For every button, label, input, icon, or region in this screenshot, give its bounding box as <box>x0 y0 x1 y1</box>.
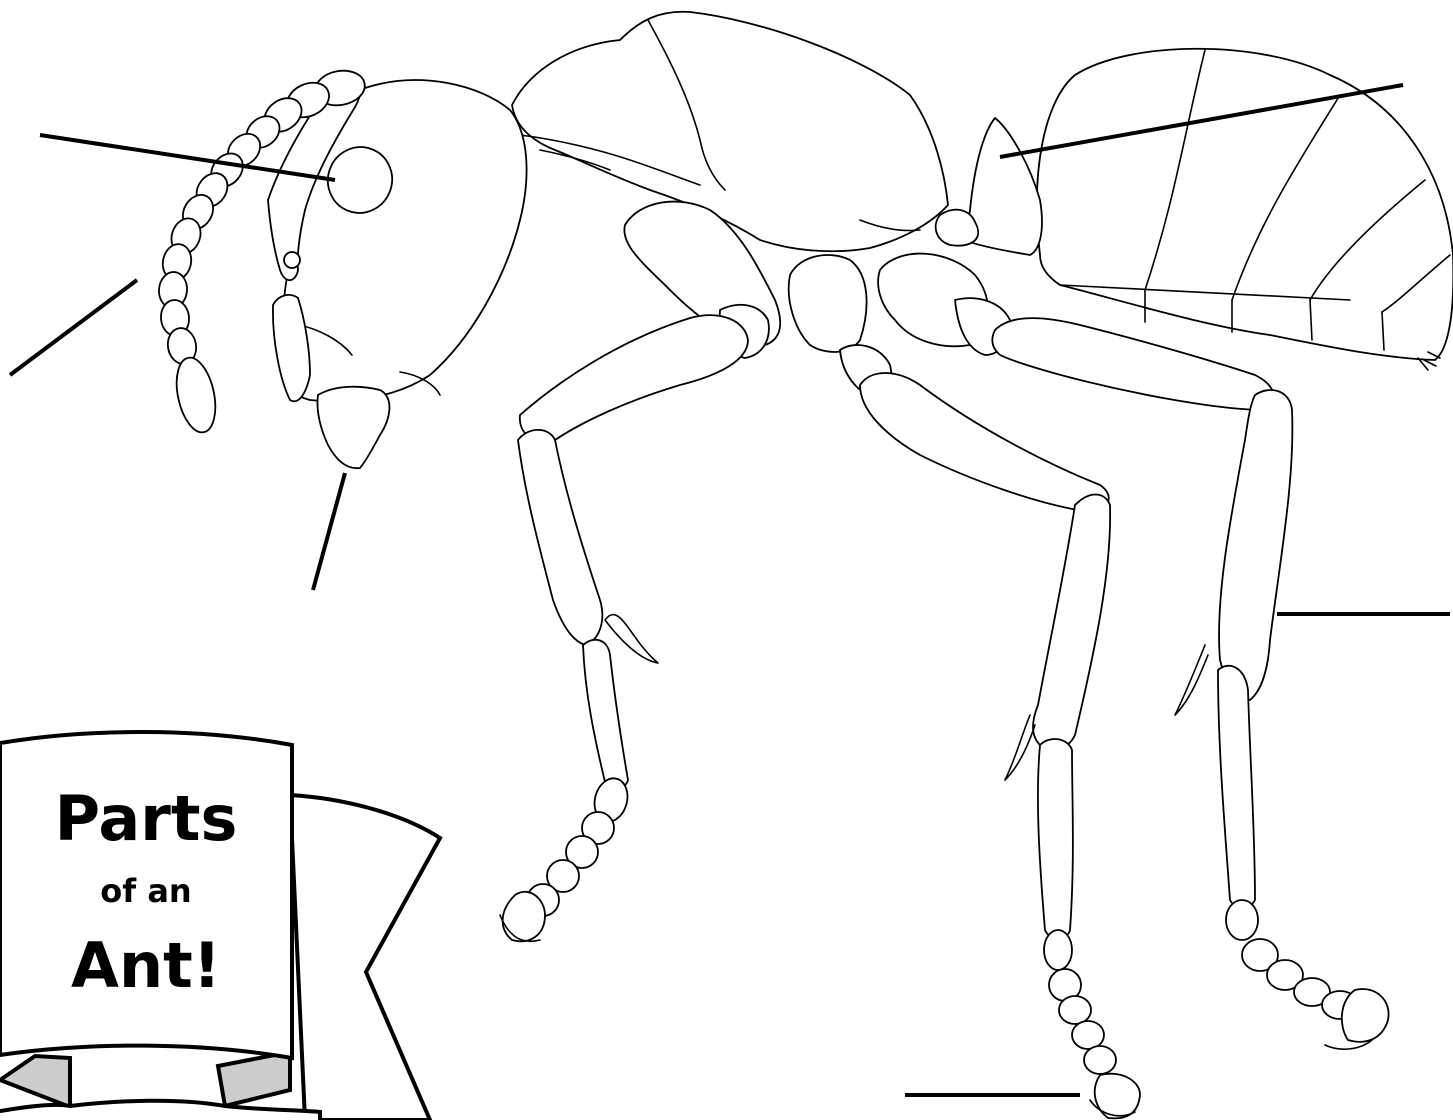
hind-leg <box>878 254 1388 1050</box>
title-banner: Parts of an Ant! <box>0 732 440 1120</box>
title-line-1: Parts <box>55 782 238 855</box>
title-line-2: of an <box>100 872 191 910</box>
banner-ribbon-bottom <box>0 1101 320 1120</box>
leader-line-antenna <box>10 280 137 375</box>
mesosoma <box>512 12 948 252</box>
hind-claw <box>1342 989 1389 1042</box>
banner-fold-right <box>218 1052 290 1106</box>
middle-leg <box>789 255 1140 1118</box>
title-line-3: Ant! <box>71 929 221 1002</box>
banner-ribbon-tail <box>290 795 440 1120</box>
front-claw <box>503 892 545 942</box>
leader-line-mandible <box>313 473 345 590</box>
antenna-socket <box>284 252 300 268</box>
banner-fold-left <box>0 1056 70 1107</box>
front-leg <box>500 202 780 942</box>
gaster <box>1037 49 1453 370</box>
mandible <box>317 387 389 469</box>
